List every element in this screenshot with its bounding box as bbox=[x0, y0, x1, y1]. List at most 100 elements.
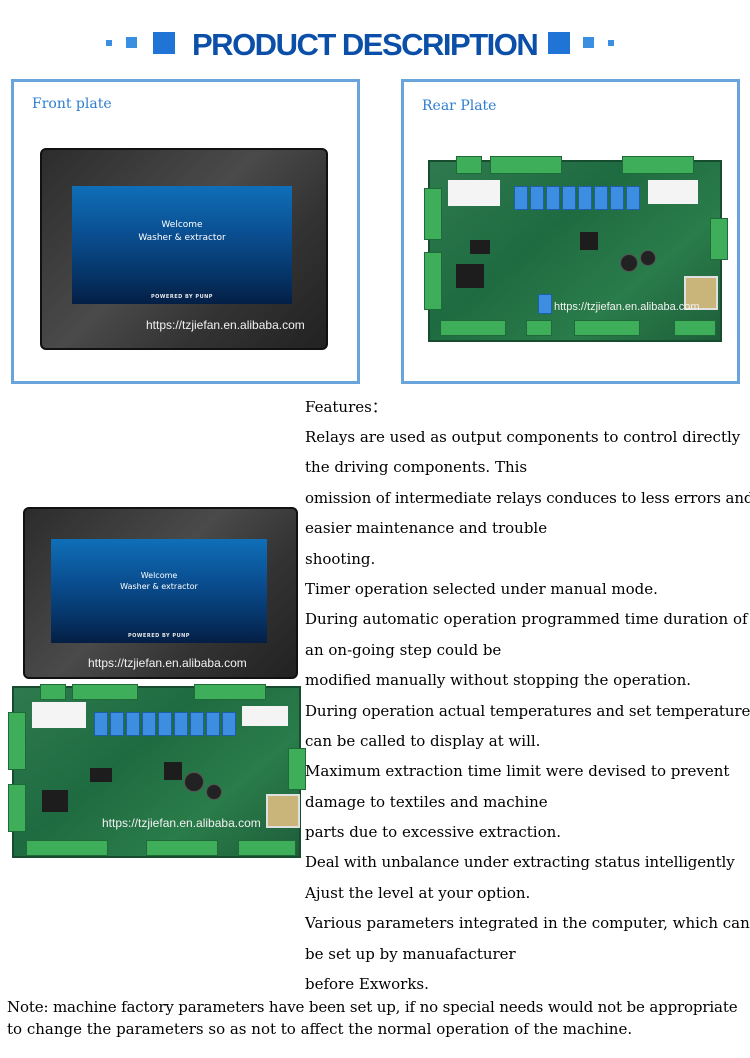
pcb-label-sticker bbox=[242, 706, 288, 726]
rear-pcb-image bbox=[424, 156, 728, 342]
watermark: https://tzjiefan.en.alibaba.com bbox=[146, 318, 305, 332]
relay bbox=[546, 186, 560, 210]
relay bbox=[594, 186, 608, 210]
feature-line: During automatic operation programmed ti… bbox=[305, 610, 748, 629]
rear-plate-label: Rear Plate bbox=[422, 98, 497, 114]
feature-line: before Exworks. bbox=[305, 975, 429, 994]
terminal-block bbox=[72, 684, 138, 700]
terminal-block bbox=[288, 748, 306, 790]
welcome-text: Welcome bbox=[140, 571, 178, 580]
feature-line: During operation actual temperatures and… bbox=[305, 701, 750, 720]
terminal-block bbox=[490, 156, 562, 174]
terminal-block bbox=[622, 156, 694, 174]
decor-square-icon bbox=[106, 40, 112, 46]
ic-chip bbox=[90, 768, 112, 782]
feature-line: shooting. bbox=[305, 549, 376, 568]
feature-line: the driving components. This bbox=[305, 458, 528, 477]
front-plate-panel: Front plate Welcome Washer & extractor P… bbox=[11, 79, 360, 384]
terminal-block bbox=[574, 320, 640, 336]
watermark: https://tzjiefan.en.alibaba.com bbox=[88, 656, 247, 670]
feature-line: be set up by manuafacturer bbox=[305, 944, 516, 963]
ic-chip bbox=[580, 232, 598, 250]
feature-line: Maximum extraction time limit were devis… bbox=[305, 762, 730, 781]
decor-square-icon bbox=[583, 37, 594, 48]
feature-line: Deal with unbalance under extracting sta… bbox=[305, 853, 735, 872]
feature-line: damage to textiles and machine bbox=[305, 792, 548, 811]
feature-line: Ajust the level at your option. bbox=[305, 883, 531, 902]
relay bbox=[94, 712, 108, 736]
terminal-block bbox=[146, 840, 218, 856]
decor-square-icon bbox=[153, 32, 175, 54]
terminal-block bbox=[194, 684, 266, 700]
relay bbox=[110, 712, 124, 736]
note-section: Note: machine factory parameters have be… bbox=[7, 996, 747, 1040]
pcb-label-sticker bbox=[648, 180, 698, 204]
pcb-label-sticker bbox=[448, 180, 500, 206]
decor-square-icon bbox=[548, 32, 570, 54]
terminal-block bbox=[238, 840, 296, 856]
terminal-block bbox=[8, 712, 26, 770]
note-line: to change the parameters so as not to af… bbox=[7, 1020, 633, 1038]
tablet-screen: Welcome Washer & extractor POWERED BY PU… bbox=[72, 186, 292, 304]
relay bbox=[222, 712, 236, 736]
terminal-block bbox=[40, 684, 66, 700]
transformer bbox=[266, 794, 300, 828]
note-line: Note: machine factory parameters have be… bbox=[7, 998, 738, 1016]
watermark: https://tzjiefan.en.alibaba.com bbox=[102, 816, 261, 830]
relay bbox=[578, 186, 592, 210]
feature-line: parts due to excessive extraction. bbox=[305, 823, 562, 842]
rear-plate-panel: Rear Plate https://tzjiefan.en.alibaba.c… bbox=[401, 79, 740, 384]
terminal-block bbox=[8, 784, 26, 832]
relay bbox=[126, 712, 140, 736]
capacitor bbox=[206, 784, 222, 800]
relay bbox=[514, 186, 528, 210]
welcome-text: Welcome bbox=[161, 220, 203, 230]
header: PRODUCT DESCRIPTION bbox=[0, 26, 750, 64]
feature-line: can be called to display at will. bbox=[305, 731, 541, 750]
feature-line: Timer operation selected under manual mo… bbox=[305, 579, 658, 598]
terminal-block bbox=[440, 320, 506, 336]
relay bbox=[190, 712, 204, 736]
relay bbox=[158, 712, 172, 736]
capacitor bbox=[620, 254, 638, 272]
relay bbox=[174, 712, 188, 736]
decor-square-icon bbox=[608, 40, 614, 46]
left-pcb-image: https://tzjiefan.en.alibaba.com bbox=[8, 684, 306, 858]
page-title: PRODUCT DESCRIPTION bbox=[192, 27, 539, 62]
welcome-subtext: Washer & extractor bbox=[138, 233, 226, 243]
feature-line: an on-going step could be bbox=[305, 640, 502, 659]
capacitor bbox=[640, 250, 656, 266]
pcb-label-sticker bbox=[32, 702, 86, 728]
ic-chip bbox=[470, 240, 490, 254]
feature-line: Various parameters integrated in the com… bbox=[305, 914, 750, 933]
features-heading: Features： bbox=[305, 398, 387, 416]
tablet-screen: Welcome Washer & extractor POWERED BY PU… bbox=[51, 539, 267, 643]
powered-by-text: POWERED BY PUNP bbox=[151, 294, 213, 300]
terminal-block bbox=[424, 188, 442, 240]
terminal-block bbox=[710, 218, 728, 260]
relay bbox=[530, 186, 544, 210]
relay bbox=[206, 712, 220, 736]
feature-line: Relays are used as output components to … bbox=[305, 428, 741, 446]
relay bbox=[142, 712, 156, 736]
relay bbox=[562, 186, 576, 210]
blue-component bbox=[538, 294, 552, 314]
welcome-subtext: Washer & extractor bbox=[120, 582, 198, 591]
terminal-block bbox=[456, 156, 482, 174]
watermark: https://tzjiefan.en.alibaba.com bbox=[554, 301, 700, 313]
decor-square-icon bbox=[126, 37, 137, 48]
feature-line: omission of intermediate relays conduces… bbox=[305, 488, 750, 507]
feature-line: modified manually without stopping the o… bbox=[305, 671, 692, 690]
powered-by-text: POWERED BY PUNP bbox=[128, 633, 190, 639]
feature-line: easier maintenance and trouble bbox=[305, 519, 548, 538]
relay-black bbox=[42, 790, 68, 812]
relay bbox=[626, 186, 640, 210]
terminal-block bbox=[424, 252, 442, 310]
terminal-block bbox=[26, 840, 108, 856]
relay-black bbox=[456, 264, 484, 288]
front-tablet-image: Welcome Washer & extractor POWERED BY PU… bbox=[40, 148, 328, 350]
features-section: Features： Relays are used as output comp… bbox=[305, 392, 750, 999]
terminal-block bbox=[674, 320, 716, 336]
relay bbox=[610, 186, 624, 210]
ic-chip bbox=[164, 762, 182, 780]
